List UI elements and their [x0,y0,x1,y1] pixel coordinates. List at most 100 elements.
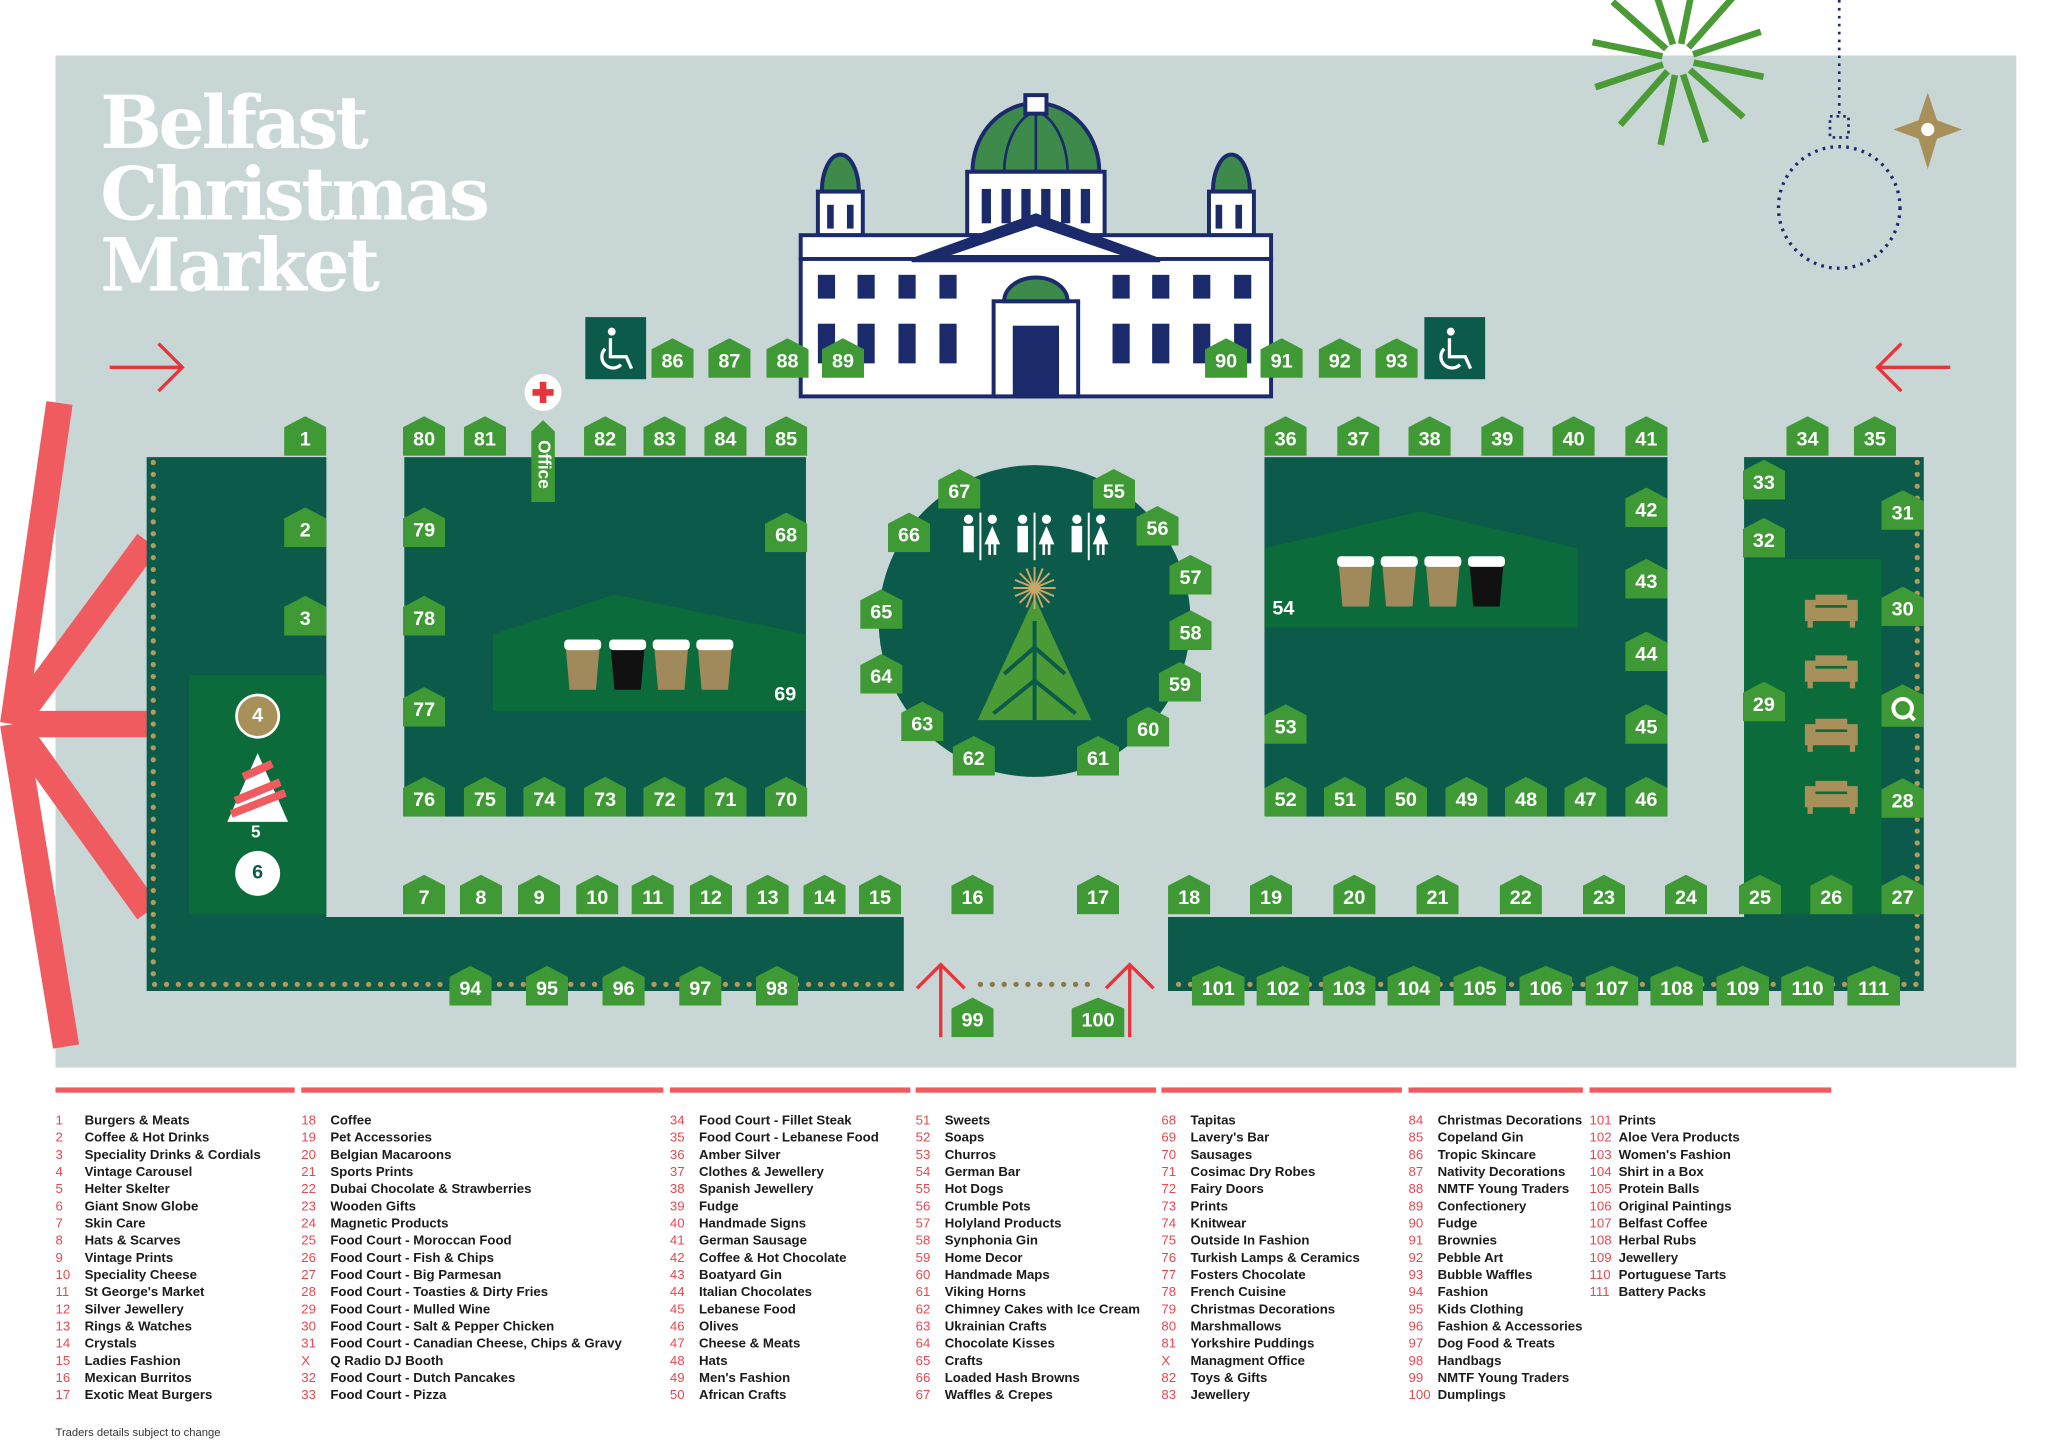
legend-stall-number: 73 [1161,1199,1177,1215]
legend-trader-name: Outside In Fashion [1190,1234,1310,1249]
legend-stall-number: 98 [1408,1354,1424,1369]
legend-trader-name: Fairy Doors [1190,1182,1264,1198]
legend-trader-name: Women's Fashion [1618,1148,1731,1163]
legend-trader-name: Pet Accessories [330,1131,432,1146]
legend-trader-name: Kids Clothing [1437,1302,1524,1318]
stall-marker-28[interactable]: 28 [1881,778,1924,818]
title-line-1: Belfast [100,79,368,166]
legend-trader-name: Synphonia Gin [944,1234,1038,1249]
stall-marker-66[interactable]: 66 [887,512,931,553]
legend-trader-name: German Bar [944,1165,1021,1180]
legend-trader-name: Home Decor [944,1251,1023,1266]
legend-stall-number: 75 [1161,1234,1177,1249]
legend-trader-name: Magnetic Products [330,1216,449,1232]
legend-stall-number: 72 [1161,1182,1177,1198]
first-aid-icon [524,373,562,411]
legend-stall-number: 45 [669,1302,685,1318]
legend-stall-number: 17 [55,1388,71,1404]
legend-trader-name: Hot Dogs [944,1182,1004,1198]
legend-trader-name: Prints [1618,1113,1657,1129]
legend-stall-number: 3 [55,1148,63,1163]
legend-stall-number: 62 [915,1302,931,1318]
legend-stall-number: 76 [1161,1251,1177,1266]
legend-trader-name: Brownies [1437,1234,1498,1249]
legend-stall-number: 55 [915,1182,931,1198]
legend-stall-number: 77 [1161,1268,1177,1283]
legend-column-divider [1589,1087,1832,1093]
legend-trader-name: Skin Care [84,1216,146,1232]
legend-trader-name: Food Court - Toasties & Dirty Fries [330,1285,549,1301]
legend-stall-number: X [1161,1354,1171,1369]
stall-marker-15[interactable]: 15 [858,874,902,915]
stall-marker-18[interactable]: 18 [1168,874,1211,915]
legend-trader-name: Men's Fashion [698,1371,791,1387]
legend-trader-name: Lavery's Bar [1190,1131,1270,1146]
footnote: Traders details subject to change [55,1425,221,1439]
legend-trader-name: Speciality Drinks & Cordials [84,1148,261,1163]
legend-trader-name: Coffee & Hot Chocolate [698,1251,847,1266]
legend-trader-name: Ladies Fashion [84,1354,181,1369]
drink-cups-icons [564,556,1505,690]
legend-trader-name: Christmas Decorations [1437,1113,1583,1129]
legend-stall-number: 91 [1408,1234,1424,1249]
legend-trader-name: Handmade Signs [698,1216,807,1232]
legend-stall-number: 82 [1161,1371,1177,1387]
legend-stall-number: 95 [1408,1302,1424,1318]
legend-trader-name: Food Court - Lebanese Food [698,1131,879,1146]
legend-trader-name: Food Court - Big Parmesan [330,1268,502,1283]
legend-stall-number: 84 [1408,1113,1424,1129]
title-line-3: Market [100,221,379,308]
legend-stall-number: 90 [1408,1216,1424,1232]
german-bar-label: 54 [1272,597,1295,620]
legend-trader-name: Pebble Art [1437,1251,1504,1266]
legend-stall-number: 35 [669,1131,685,1146]
management-office-marker[interactable]: Office [531,420,555,503]
legend-stall-number: 111 [1589,1285,1610,1301]
light-string-border [150,459,1920,988]
legend-stall-number: 4 [55,1165,63,1180]
legend-stall-number: 92 [1408,1251,1424,1266]
legend-stall-number: 110 [1589,1268,1611,1283]
legend-stall-number: 30 [301,1319,316,1335]
legend-trader-name: Fashion [1437,1285,1489,1301]
legend-trader-name: Food Court - Fish & Chips [330,1251,494,1266]
legend-trader-name: Fudge [698,1199,739,1215]
stall-marker-31[interactable]: 31 [1881,490,1924,530]
legend-trader-name: Christmas Decorations [1190,1302,1336,1318]
legend-stall-number: 12 [55,1302,71,1318]
wheelchair-access-icon [1424,317,1486,380]
stall-marker-107[interactable]: 107 [1585,965,1639,1006]
legend-stall-number: 67 [915,1388,931,1404]
legend-stall-number: 63 [915,1319,931,1335]
title-line-2: Christmas [100,150,490,237]
legend-trader-name: French Cuisine [1190,1285,1286,1301]
legend-stall-number: 16 [55,1371,71,1387]
legend-trader-name: Viking Horns [944,1285,1026,1301]
legend-stall-number: 70 [1161,1148,1177,1163]
legend-trader-name: Coffee & Hot Drinks [84,1131,210,1146]
legend-trader-name: Burgers & Meats [84,1113,190,1129]
legend-stall-number: 71 [1161,1165,1177,1180]
legend-stall-number: 13 [55,1319,71,1335]
legend-trader-name: Sports Prints [330,1165,414,1180]
legend-trader-name: NMTF Young Traders [1437,1371,1570,1387]
legend-trader-name: Holyland Products [944,1216,1062,1232]
legend-stall-number: 23 [301,1199,316,1215]
cup-icon [1338,561,1373,607]
stall-marker-91[interactable]: 91 [1260,338,1303,378]
red-starburst-decoration [0,401,159,1049]
gold-star-icon [1893,92,1963,170]
legend-stall-number: 66 [915,1371,931,1387]
legend-stall-number: 65 [915,1354,931,1369]
legend-trader-name: Hats & Scarves [84,1234,181,1249]
legend-trader-name: Sweets [944,1113,991,1129]
legend-trader-name: Battery Packs [1618,1285,1706,1301]
snow-globe-marker[interactable]: 6 [235,850,281,896]
legend-stall-number: 43 [669,1268,685,1283]
vintage-carousel-marker[interactable]: 4 [235,693,281,739]
legend-stall-number: 37 [669,1165,685,1180]
legend-trader-name: Turkish Lamps & Ceramics [1190,1251,1360,1266]
legend-stall-number: 7 [55,1216,63,1232]
